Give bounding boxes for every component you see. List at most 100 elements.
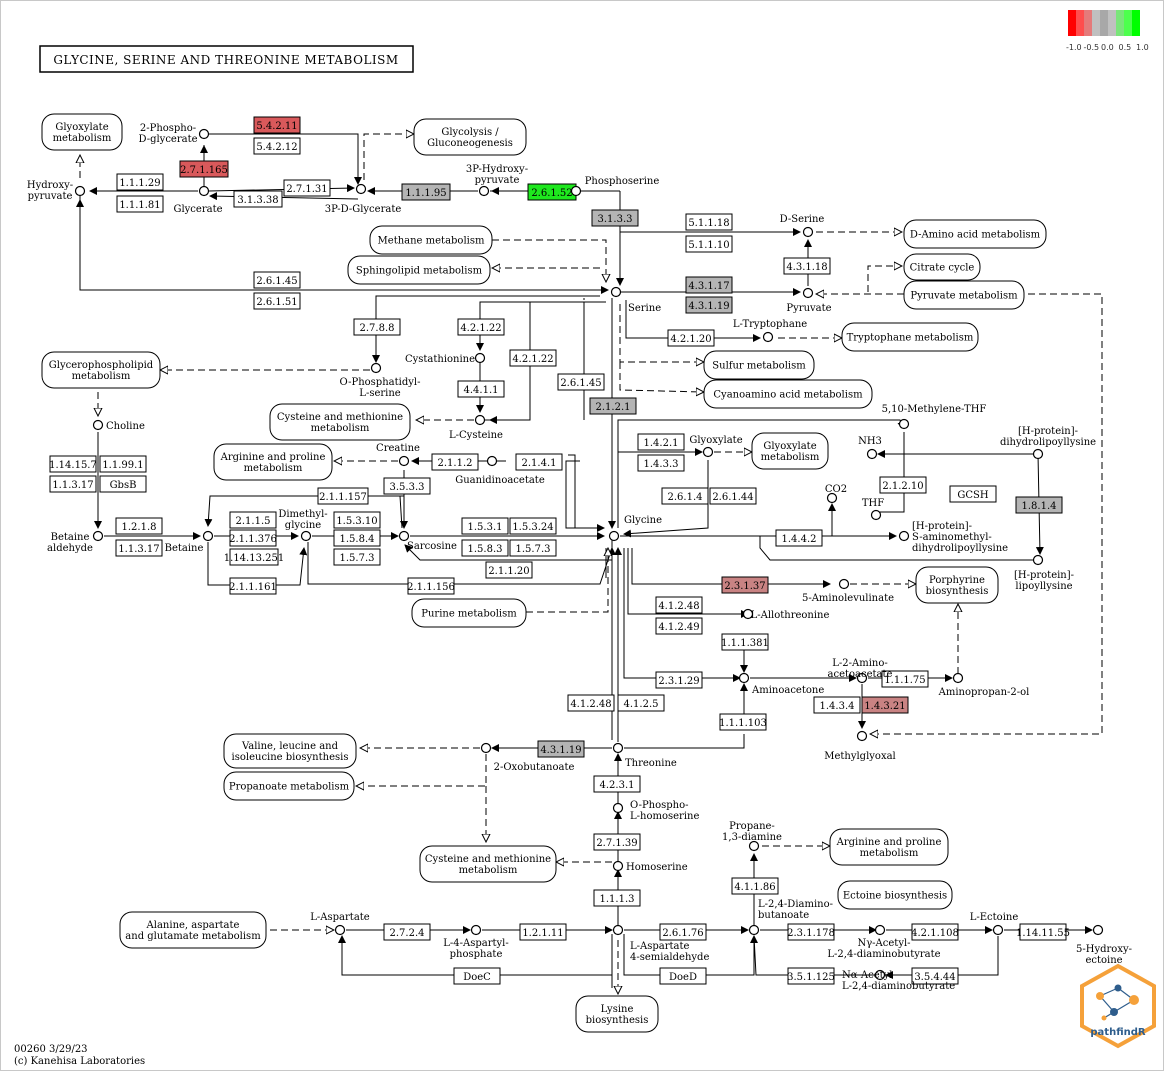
- compound-node[interactable]: 5-Hydroxy-ectoine: [1076, 924, 1132, 967]
- enzyme-box[interactable]: 1.5.3.24: [509, 517, 557, 535]
- compound-node[interactable]: 3P-Hydroxy-pyruvate: [466, 164, 528, 197]
- enzyme-box[interactable]: 1.2.1.11: [519, 923, 567, 941]
- compound-node[interactable]: Glycerate: [173, 185, 223, 216]
- compound-node[interactable]: Nα-Acetyl-L-2,4-diaminobutyrate: [842, 969, 955, 992]
- enzyme-box[interactable]: 1.5.8.4: [333, 529, 381, 547]
- enzyme-box[interactable]: 1.4.3.3: [637, 454, 685, 472]
- compound-node[interactable]: L-Tryptophane: [733, 319, 807, 343]
- enzyme-box[interactable]: 1.1.99.1: [99, 455, 147, 473]
- enzyme-box[interactable]: 1.5.3.1: [461, 517, 509, 535]
- enzyme-box[interactable]: 2.3.1.37: [721, 576, 769, 594]
- compound-circle[interactable]: [762, 331, 774, 343]
- enzyme-box[interactable]: 1.1.1.95: [401, 183, 451, 201]
- enzyme-box[interactable]: 2.6.1.52: [527, 183, 577, 201]
- enzyme-box[interactable]: 4.1.2.48: [567, 694, 615, 712]
- enzyme-box[interactable]: 2.1.1.161: [229, 577, 277, 595]
- compound-node[interactable]: 2-Oxobutanoate: [480, 742, 575, 774]
- enzyme-box[interactable]: 1.14.15.7: [49, 455, 97, 473]
- compound-node[interactable]: O-Phosphatidyl-L-serine: [340, 362, 421, 400]
- enzyme-box[interactable]: 3.5.4.44: [911, 967, 959, 985]
- compound-node[interactable]: Creatine: [376, 443, 420, 467]
- enzyme-box[interactable]: 1.8.1.4: [1015, 496, 1063, 514]
- compound-circle[interactable]: [1032, 554, 1044, 566]
- enzyme-box[interactable]: 3.1.3.3: [591, 209, 639, 227]
- compound-circle[interactable]: [826, 492, 838, 504]
- compound-node[interactable]: [H-protein]-S-aminomethyl-dihydrolipoyll…: [898, 521, 1009, 554]
- compound-circle[interactable]: [478, 185, 490, 197]
- enzyme-box[interactable]: 1.1.1.3: [593, 889, 641, 907]
- enzyme-box[interactable]: 5.4.2.12: [253, 137, 301, 155]
- compound-circle[interactable]: [742, 608, 754, 620]
- compound-node[interactable]: 5-Aminolevulinate: [802, 578, 894, 605]
- enzyme-box[interactable]: 4.2.3.1: [593, 775, 641, 793]
- compound-circle[interactable]: [874, 969, 886, 981]
- compound-circle[interactable]: [398, 530, 410, 542]
- compound-node[interactable]: Betaine: [165, 530, 214, 555]
- compound-circle[interactable]: [802, 287, 814, 299]
- enzyme-box[interactable]: 4.2.1.22: [457, 318, 505, 336]
- compound-circle[interactable]: [355, 183, 367, 195]
- compound-node[interactable]: Phosphoserine: [570, 176, 660, 197]
- enzyme-box[interactable]: 1.1.1.381: [721, 633, 769, 651]
- compound-circle[interactable]: [370, 362, 382, 374]
- compound-node[interactable]: O-Phospho-L-homoserine: [612, 800, 700, 822]
- enzyme-box[interactable]: 2.6.1.51: [253, 292, 301, 310]
- pathway-link-box[interactable]: Glycolysis /Gluconeogenesis: [413, 118, 527, 156]
- compound-circle[interactable]: [856, 730, 868, 742]
- enzyme-box[interactable]: 1.1.1.81: [116, 195, 164, 213]
- enzyme-box[interactable]: 2.7.1.39: [593, 833, 641, 851]
- enzyme-box[interactable]: 2.7.1.31: [283, 179, 331, 197]
- compound-node[interactable]: [H-protein]-lipoyllysine: [1014, 554, 1074, 593]
- compound-circle[interactable]: [874, 924, 886, 936]
- enzyme-box[interactable]: 2.6.1.45: [557, 373, 605, 391]
- enzyme-box[interactable]: 4.1.1.86: [731, 877, 779, 895]
- pathway-link-box[interactable]: D-Amino acid metabolism: [903, 219, 1047, 249]
- compound-node[interactable]: L-4-Aspartyl-phosphate: [443, 924, 509, 961]
- compound-circle[interactable]: [952, 672, 964, 684]
- compound-circle[interactable]: [474, 352, 486, 364]
- enzyme-box[interactable]: 1.1.1.29: [116, 173, 164, 191]
- compound-circle[interactable]: [612, 924, 624, 936]
- enzyme-box[interactable]: 4.4.1.1: [457, 380, 505, 398]
- compound-circle[interactable]: [898, 418, 910, 430]
- enzyme-box[interactable]: 4.3.1.18: [783, 257, 831, 275]
- compound-node[interactable]: Pyruvate: [786, 287, 832, 315]
- compound-node[interactable]: CO2: [825, 484, 847, 504]
- enzyme-box[interactable]: 2.7.8.8: [353, 318, 401, 336]
- pathway-link-box[interactable]: Tryptophane metabolism: [841, 322, 979, 352]
- enzyme-box[interactable]: GbsB: [99, 475, 147, 493]
- pathway-link-box[interactable]: Pyruvate metabolism: [903, 280, 1025, 310]
- enzyme-box[interactable]: 4.3.1.19: [537, 740, 585, 758]
- compound-circle[interactable]: [202, 530, 214, 542]
- compound-node[interactable]: L-Ectoine: [970, 912, 1019, 936]
- enzyme-box[interactable]: 2.3.1.29: [655, 671, 703, 689]
- enzyme-box[interactable]: 1.4.3.21: [861, 696, 909, 714]
- enzyme-box[interactable]: 2.6.1.4: [661, 487, 709, 505]
- enzyme-box[interactable]: 1.5.7.3: [333, 548, 381, 566]
- compound-node[interactable]: Dimethyl-glycine: [278, 509, 328, 542]
- compound-circle[interactable]: [612, 742, 624, 754]
- enzyme-box[interactable]: 4.3.1.17: [685, 276, 733, 294]
- compound-node[interactable]: Homoserine: [612, 860, 688, 874]
- compound-node[interactable]: L-2-Amino-acetoacetate: [828, 658, 893, 684]
- enzyme-box[interactable]: 3.5.1.125: [787, 967, 835, 985]
- compound-circle[interactable]: [748, 924, 760, 936]
- compound-circle[interactable]: [1032, 448, 1044, 460]
- pathway-link-box[interactable]: Sphingolipid metabolism: [347, 255, 491, 285]
- compound-circle[interactable]: [486, 455, 498, 467]
- compound-circle[interactable]: [470, 924, 482, 936]
- enzyme-box[interactable]: DoeC: [453, 967, 501, 985]
- enzyme-box[interactable]: 2.7.2.4: [383, 923, 431, 941]
- pathway-link-box[interactable]: Purine metabolism: [411, 598, 527, 628]
- compound-circle[interactable]: [738, 672, 750, 684]
- pathway-link-box[interactable]: Propanoate metabolism: [223, 771, 355, 801]
- enzyme-box[interactable]: 4.1.2.49: [655, 617, 703, 635]
- enzyme-box[interactable]: 3.1.3.38: [233, 190, 283, 208]
- compound-node[interactable]: Methylglyoxal: [824, 730, 896, 763]
